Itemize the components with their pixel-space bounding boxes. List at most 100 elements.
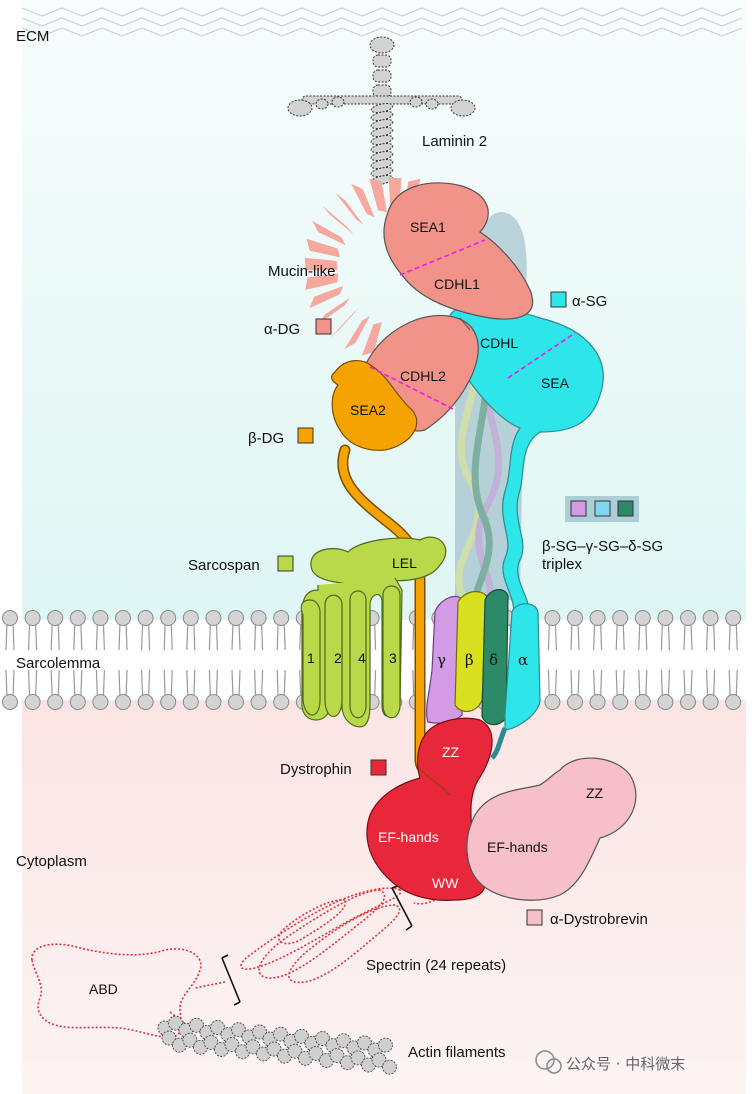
lipid-head xyxy=(47,610,64,626)
lipid-tail xyxy=(35,621,38,651)
lipid-tail xyxy=(667,621,670,651)
lipid-tail xyxy=(412,621,415,651)
label-sarcospan: Sarcospan xyxy=(188,557,260,574)
beta-dg-sea2 xyxy=(331,360,418,451)
lipid-head xyxy=(589,610,606,626)
domain-abd: ABD xyxy=(89,981,118,997)
mucin-ray xyxy=(351,183,375,218)
lipid-head xyxy=(115,610,131,626)
lipid-tail xyxy=(254,621,257,651)
swatch-sarcospan xyxy=(277,555,294,572)
lipid-tail xyxy=(570,669,573,699)
lipid-tail xyxy=(141,669,144,699)
lipid-tail xyxy=(50,669,53,699)
alpha-dg-linker xyxy=(459,317,471,331)
alpha-dg-sea1-cdhl1 xyxy=(383,182,534,320)
lipid-tail xyxy=(148,621,151,651)
helix-2: 2 xyxy=(334,650,342,666)
lipid-head xyxy=(2,610,18,626)
lipid-tail xyxy=(615,669,618,699)
lipid-tail xyxy=(193,621,196,651)
lipid-head xyxy=(702,610,719,626)
lipid-tail xyxy=(148,669,151,699)
lipid-tail xyxy=(12,621,15,651)
lipid-tail xyxy=(690,621,693,651)
lipid-tail xyxy=(95,621,98,651)
actin-monomer xyxy=(357,1035,372,1051)
lipid-tail xyxy=(215,621,218,651)
lipid-tail xyxy=(577,621,580,651)
label-spectrin: Spectrin (24 repeats) xyxy=(366,957,506,974)
helix-gamma: γ xyxy=(437,651,446,669)
label-mucin-like: Mucin-like xyxy=(268,263,336,280)
lipid-tail xyxy=(593,621,596,651)
lipid-head xyxy=(24,610,41,626)
lipid-head xyxy=(634,610,651,626)
lipid-head xyxy=(680,694,696,710)
lipid-tail xyxy=(554,669,557,699)
label-triplex-line2: triplex xyxy=(542,556,583,573)
lipid-tail xyxy=(645,669,648,699)
lipid-tail xyxy=(163,621,166,651)
lipid-tail xyxy=(374,669,377,699)
helix-1: 1 xyxy=(307,650,315,666)
watermark: 公众号 · 中科微末 xyxy=(535,1050,685,1074)
lipid-head xyxy=(680,610,696,626)
lipid-tail xyxy=(231,669,234,699)
alpha-sg-helix xyxy=(504,603,541,731)
lipid-tail xyxy=(28,621,31,651)
swatch-delta-sg xyxy=(617,500,634,517)
actin-monomer xyxy=(266,1041,282,1057)
lipid-head xyxy=(228,694,244,710)
lipid-head xyxy=(634,694,651,710)
lipid-tail xyxy=(283,669,286,699)
lipid-tail xyxy=(5,669,8,699)
spectrin-bracket-left xyxy=(221,954,241,1006)
lipid-tail xyxy=(95,669,98,699)
actin-monomer xyxy=(371,1052,387,1068)
mucin-ray xyxy=(306,238,341,258)
lipid-head xyxy=(250,694,267,710)
alpha-dystrobrevin-body xyxy=(466,757,637,901)
actin-monomer xyxy=(350,1050,366,1066)
actin-monomer xyxy=(329,1048,345,1064)
domain-sea2: SEA2 xyxy=(350,402,386,418)
label-cytoplasm: Cytoplasm xyxy=(16,853,87,870)
lipid-head xyxy=(92,610,109,626)
spectrin-bracket-right xyxy=(391,885,413,931)
domain-sea1: SEA1 xyxy=(410,219,446,235)
swatch-alpha-dystrobrevin xyxy=(526,909,543,926)
lipid-tail xyxy=(208,669,211,699)
lipid-tail xyxy=(683,669,686,699)
lipid-tail xyxy=(186,621,189,651)
lipid-tail xyxy=(80,669,83,699)
lipid-tail xyxy=(208,621,211,651)
lipid-head xyxy=(612,694,629,710)
lipid-head xyxy=(725,694,742,710)
alpha-sg-extracellular xyxy=(446,303,604,621)
label-actin: Actin filaments xyxy=(408,1044,506,1061)
actin-monomer xyxy=(336,1033,351,1049)
lipid-head xyxy=(273,610,290,626)
lipid-tail xyxy=(35,669,38,699)
label-laminin-2: Laminin 2 xyxy=(422,133,487,150)
lipid-tail xyxy=(554,621,557,651)
lipid-head xyxy=(92,694,109,710)
lipid-tail xyxy=(713,669,716,699)
mucin-ray xyxy=(329,307,360,339)
lipid-head xyxy=(160,694,177,710)
domain-cdhl2: CDHL2 xyxy=(400,368,446,384)
actin-monomer xyxy=(287,1043,303,1059)
lipid-head xyxy=(657,694,674,710)
label-sarcolemma: Sarcolemma xyxy=(16,655,101,672)
lipid-tail xyxy=(713,621,716,651)
actin-monomer xyxy=(308,1045,324,1061)
lipid-tail xyxy=(690,669,693,699)
lipid-tail xyxy=(118,621,121,651)
lipid-head xyxy=(160,610,177,626)
lipid-tail xyxy=(299,669,302,699)
swatch-alpha-sg xyxy=(550,291,567,308)
mucin-ray xyxy=(322,205,354,235)
lipid-tail xyxy=(12,669,15,699)
helix-3: 3 xyxy=(389,650,397,666)
